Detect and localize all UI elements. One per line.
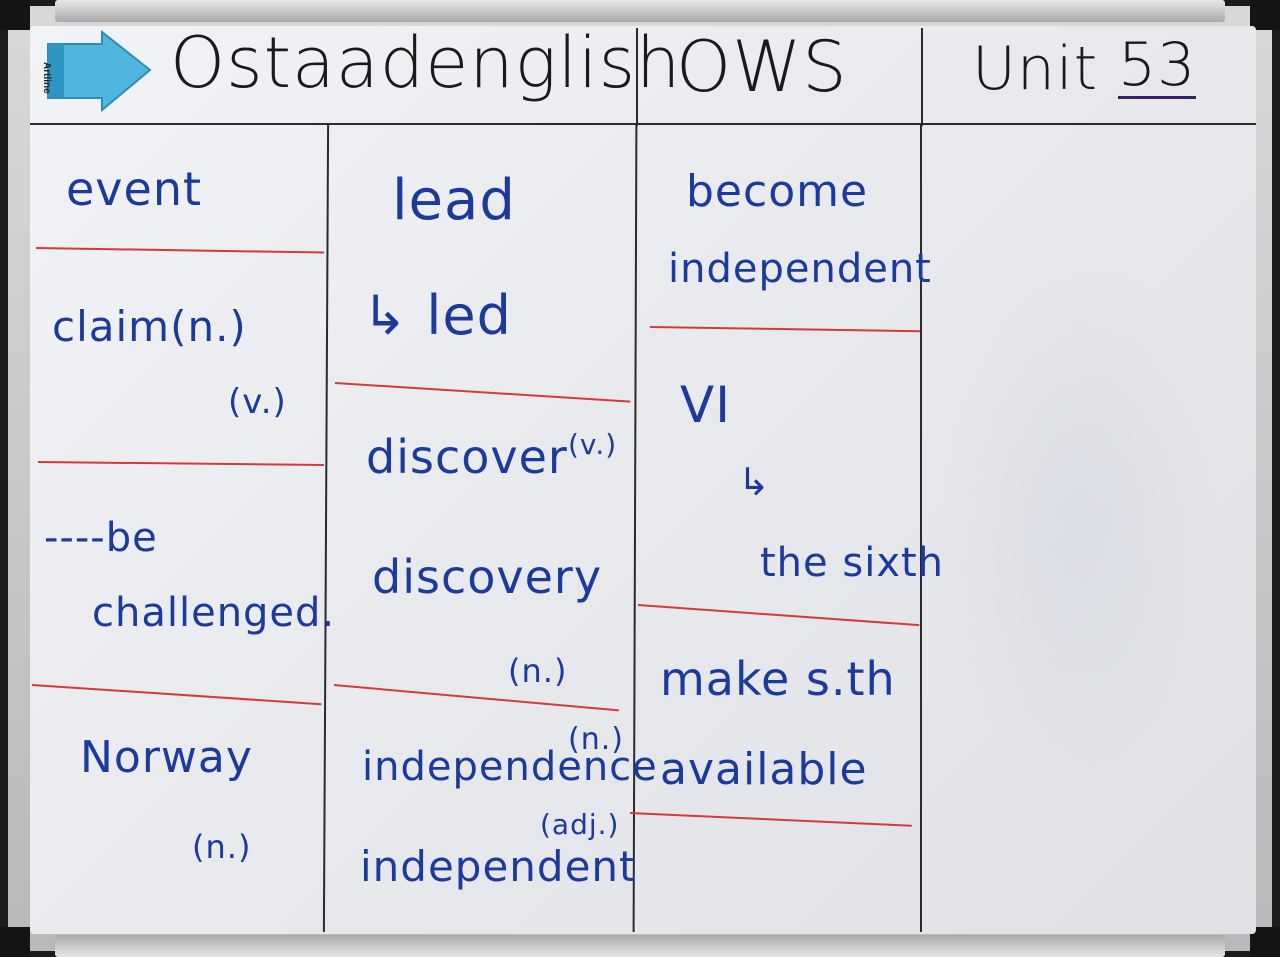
word-entry: make s.th bbox=[660, 652, 896, 706]
word-entry: discover bbox=[366, 430, 568, 484]
word-entry: independence bbox=[362, 744, 658, 790]
frame-corner bbox=[0, 0, 30, 30]
eraser-icon[interactable] bbox=[44, 30, 152, 114]
word-entry: independent bbox=[360, 842, 637, 891]
word-entry: challenged. bbox=[92, 590, 336, 636]
erased-residue bbox=[940, 250, 1220, 800]
frame-corner bbox=[0, 927, 30, 957]
whiteboard-surface bbox=[30, 26, 1256, 934]
word-entry: independent bbox=[668, 246, 932, 292]
unit-number: 53 bbox=[1118, 30, 1197, 100]
unit-label: Unit bbox=[972, 34, 1099, 104]
word-entry: ↳ led bbox=[362, 284, 512, 347]
top-rail bbox=[55, 0, 1225, 22]
word-entry: become bbox=[686, 166, 869, 217]
part-of-speech-note: (adj.) bbox=[540, 808, 620, 841]
frame-corner bbox=[1250, 0, 1280, 30]
part-of-speech-note: (n.) bbox=[508, 652, 568, 690]
arrow-icon: ↳ bbox=[738, 460, 771, 504]
word-entry: lead bbox=[392, 168, 516, 233]
word-entry: VI bbox=[680, 376, 731, 434]
word-entry: claim(n.) bbox=[52, 302, 247, 351]
part-of-speech-note: (n.) bbox=[192, 828, 252, 866]
word-entry: ----be bbox=[44, 515, 158, 561]
part-of-speech-note: (v.) bbox=[228, 382, 287, 422]
header-column-divider bbox=[636, 28, 638, 126]
column-divider bbox=[920, 124, 922, 932]
header-column-divider bbox=[921, 28, 923, 126]
eraser-brand-label: Artline bbox=[41, 62, 52, 94]
bottom-rail bbox=[55, 935, 1225, 957]
subject-title: OWS bbox=[676, 26, 848, 108]
header-divider bbox=[30, 123, 1256, 125]
brand-title: Ostaadenglish bbox=[170, 22, 682, 104]
word-entry: available bbox=[660, 744, 868, 795]
word-entry: event bbox=[66, 162, 203, 216]
word-entry: discovery bbox=[372, 550, 603, 604]
part-of-speech-note: (n.) bbox=[568, 722, 624, 757]
word-entry: the sixth bbox=[760, 540, 945, 586]
word-entry: Norway bbox=[80, 732, 253, 783]
part-of-speech-note: (v.) bbox=[568, 428, 618, 461]
